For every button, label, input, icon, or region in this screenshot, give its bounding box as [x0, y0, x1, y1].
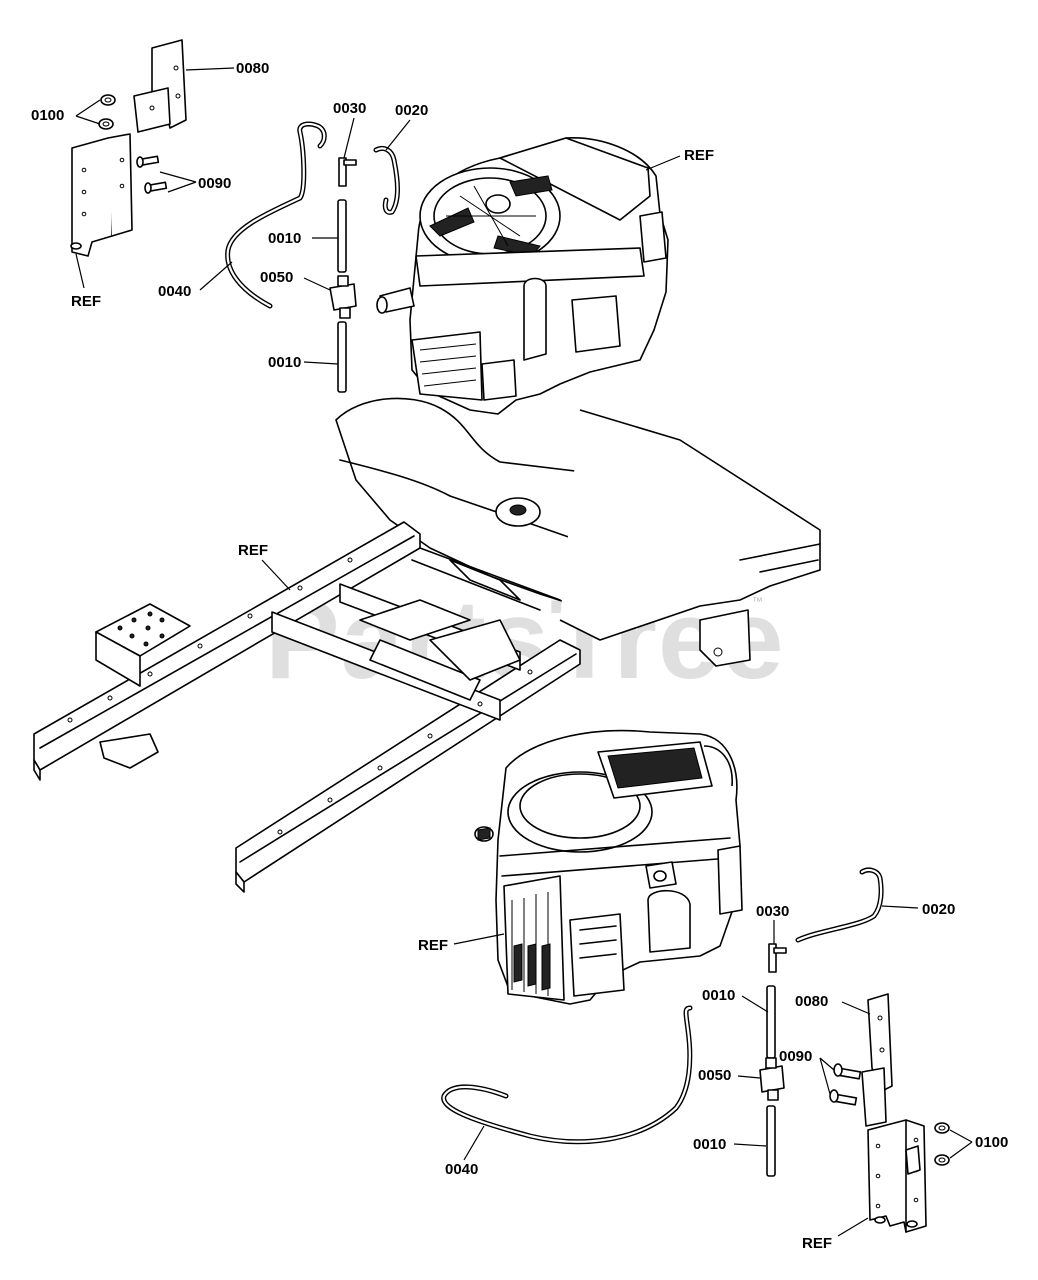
callout-ref-top-engine: REF [684, 147, 714, 164]
top-hose-0010-upper [337, 199, 347, 273]
bottom-engine [474, 729, 743, 1005]
top-tube-0020 [373, 145, 400, 215]
callout-0010-top-upper: 0010 [268, 230, 302, 247]
callout-0090-bottom: 0090 [779, 1048, 813, 1065]
top-fitting-0030 [338, 157, 357, 187]
frame-cross-members [271, 547, 561, 721]
callout-0010-bottom-lower: 0010 [693, 1136, 727, 1153]
frame-plate [559, 409, 821, 667]
bottom-mounting-bracket-0080 [861, 993, 893, 1127]
callout-0030-top: 0030 [333, 100, 367, 117]
top-nut-0100 [98, 94, 116, 130]
bottom-breather-tube-0040 [441, 1005, 693, 1145]
callout-0050-bottom: 0050 [698, 1067, 732, 1084]
top-filter-0050 [329, 275, 357, 319]
callout-0100-bottom: 0100 [975, 1134, 1009, 1151]
top-mounting-bracket-0080 [133, 39, 187, 133]
callout-0080-bottom: 0080 [795, 993, 829, 1010]
top-breather-tube-0040 [225, 121, 327, 309]
frame-mount-plate-bottom [99, 733, 159, 769]
bottom-engine-mount-bracket [867, 1119, 927, 1233]
callout-ref-top-bracket: REF [71, 293, 101, 310]
callout-0040-bottom: 0040 [445, 1161, 479, 1178]
callout-0090-top: 0090 [198, 175, 232, 192]
top-hose-0010-lower [337, 321, 347, 393]
frame-rail-holes [67, 557, 533, 835]
callout-0010-top-lower: 0010 [268, 354, 302, 371]
bottom-fitting-0030 [768, 943, 787, 973]
callout-ref-bottom-engine: REF [418, 937, 448, 954]
top-bolt-0090 [136, 155, 168, 194]
callout-0100-top: 0100 [31, 107, 65, 124]
bottom-hose-0010-upper [766, 985, 776, 1059]
top-engine [376, 137, 669, 415]
bottom-filter-0050 [759, 1057, 785, 1101]
callout-0010-bottom-upper: 0010 [702, 987, 736, 1004]
leader-lines [75, 67, 973, 1237]
bottom-bolt-0090 [829, 1063, 862, 1106]
frame-mount-plate-front [95, 603, 191, 687]
callout-0030-bottom: 0030 [756, 903, 790, 920]
trademark-symbol: ™ [752, 596, 763, 608]
callout-0040-top: 0040 [158, 283, 192, 300]
callout-0020-bottom: 0020 [922, 901, 956, 918]
callout-0080-top: 0080 [236, 60, 270, 77]
callout-0050-top: 0050 [260, 269, 294, 286]
callout-ref-bottom-bracket: REF [802, 1235, 832, 1252]
bottom-nut-0100 [934, 1122, 950, 1166]
bottom-hose-0010-lower [766, 1105, 776, 1177]
bottom-tube-0020 [795, 867, 884, 943]
top-engine-mount-bracket [70, 133, 133, 257]
callout-0020-top: 0020 [395, 102, 429, 119]
callout-ref-frame: REF [238, 542, 268, 559]
